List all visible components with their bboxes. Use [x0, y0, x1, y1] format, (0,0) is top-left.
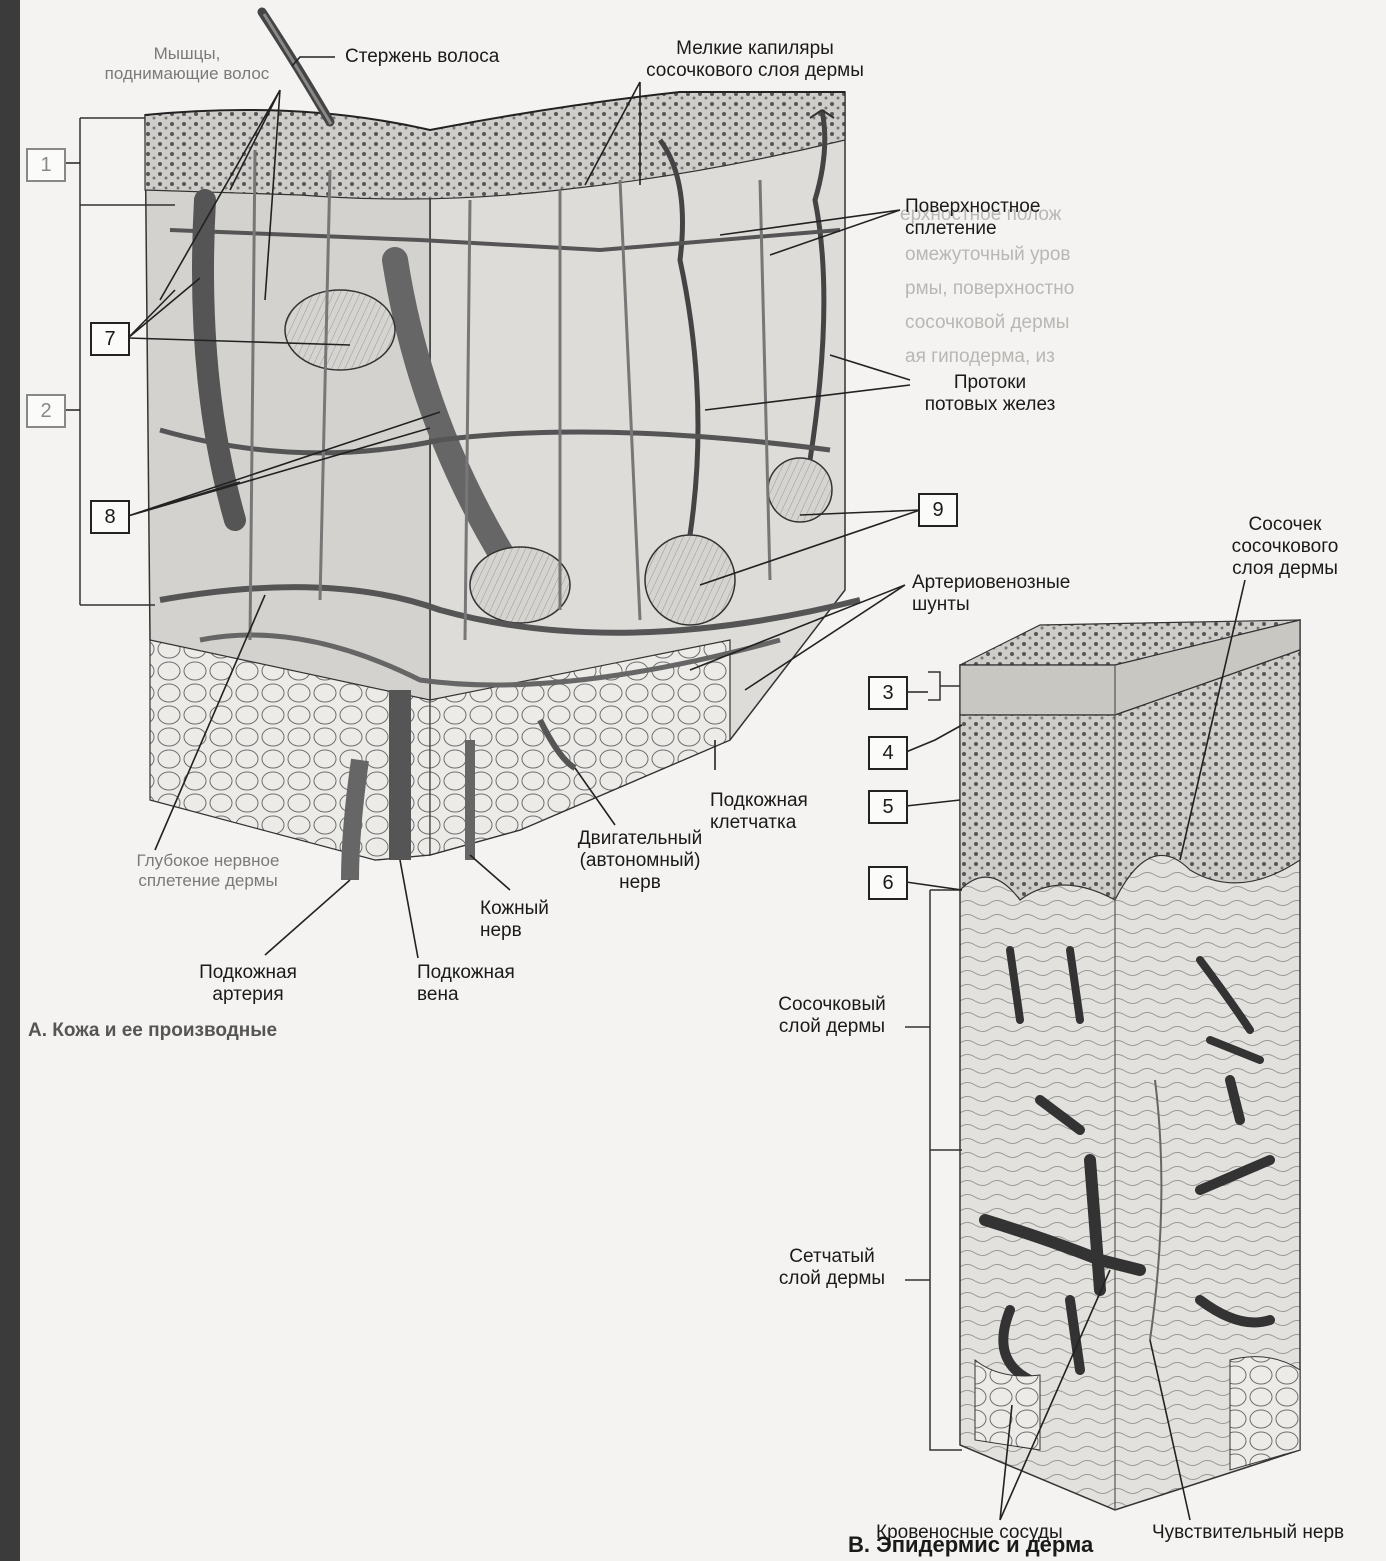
label-papillary-layer: Сосочковый слой дермы	[762, 994, 902, 1038]
label-dermal-papilla: Сосочек сосочкового слоя дермы	[1185, 514, 1385, 580]
label-sweat-ducts: Протоки потовых желез	[905, 372, 1075, 416]
page-edge	[0, 0, 20, 1561]
label-reticular-layer: Сетчатый слой дермы	[762, 1246, 902, 1290]
label-subcutaneous-tissue: Подкожная клетчатка	[710, 790, 808, 834]
number-box-3: 3	[868, 676, 908, 710]
number-box-9: 9	[918, 493, 958, 527]
number-box-1: 1	[26, 148, 66, 182]
label-av-shunts: Артериовенозные шунты	[912, 572, 1070, 616]
number-box-6: 6	[868, 866, 908, 900]
number-box-2: 2	[26, 394, 66, 428]
skin-block-a	[80, 12, 860, 880]
background-text: омежуточный уров	[905, 242, 1071, 267]
number-box-8: 8	[90, 500, 130, 534]
number-box-4: 4	[868, 736, 908, 770]
number-box-7: 7	[90, 322, 130, 356]
label-motor-nerve: Двигательный (автономный) нерв	[565, 828, 715, 894]
background-text: ая гиподерма, из	[905, 344, 1055, 369]
number-box-5: 5	[868, 790, 908, 824]
label-cutaneous-nerve: Кожный нерв	[480, 898, 549, 942]
skin-column-b	[905, 620, 1300, 1510]
label-arrector-muscles: Мышцы, поднимающие волос	[72, 44, 302, 84]
background-text: рмы, поверхностно	[905, 276, 1074, 301]
label-small-capillaries: Мелкие капиляры сосочкового слоя дермы	[605, 38, 905, 82]
label-subcutaneous-artery: Подкожная артерия	[188, 962, 308, 1006]
label-deep-plexus: Глубокое нервное сплетение дермы	[108, 851, 308, 891]
label-subcutaneous-vein: Подкожная вена	[417, 962, 515, 1006]
label-hair-shaft: Стержень волоса	[345, 46, 499, 68]
label-superficial-plexus: Поверхностное сплетение	[905, 196, 1040, 240]
caption-panel-b: В. Эпидермис и дерма	[848, 1532, 1093, 1558]
background-text: сосочковой дермы	[905, 310, 1069, 335]
caption-panel-a: А. Кожа и ее производные	[28, 1020, 277, 1042]
label-sensory-nerve: Чувствительный нерв	[1152, 1522, 1344, 1544]
